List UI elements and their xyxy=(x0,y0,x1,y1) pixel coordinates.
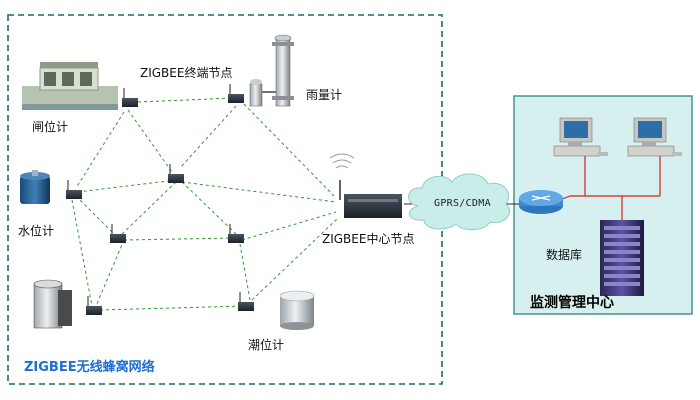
computer-icon xyxy=(553,117,608,157)
database-label: 数据库 xyxy=(546,248,583,262)
zigbee-node-icon xyxy=(168,164,184,183)
end-node-label: ZIGBEE终端节点 xyxy=(140,66,233,80)
network-boundary xyxy=(7,14,443,385)
zigbee-node-icon xyxy=(228,84,244,103)
computer-icon xyxy=(627,117,682,157)
monitor-center-label: 监测管理中心 xyxy=(530,295,614,311)
network-title: ZIGBEE无线蜂窝网络 xyxy=(24,360,155,375)
tide-gauge-label: 潮位计 xyxy=(248,338,285,352)
router-icon xyxy=(519,190,563,214)
zigbee-node-icon xyxy=(110,224,126,243)
rain-gauge-icon xyxy=(249,34,294,107)
water-level-sensor-icon xyxy=(20,170,50,204)
zigbee-node-icon xyxy=(66,180,82,199)
mesh-links xyxy=(71,97,339,311)
zigbee-nodes xyxy=(66,84,254,315)
zigbee-node-icon xyxy=(238,292,254,311)
zigbee-coordinator-icon xyxy=(329,153,402,218)
zigbee-node-icon xyxy=(122,88,138,107)
cloud-icon xyxy=(408,173,511,231)
database-server-icon xyxy=(600,220,644,296)
zigbee-node-icon xyxy=(86,296,102,315)
rain-gauge-label: 雨量计 xyxy=(306,88,343,102)
tide-gauge-icon xyxy=(279,290,315,330)
link-label: GPRS/CDMA xyxy=(434,198,491,209)
gate-sluice-icon xyxy=(22,62,118,110)
tide-cabinet-icon xyxy=(33,279,72,329)
zigbee-node-icon xyxy=(228,224,244,243)
center-node-label: ZIGBEE中心节点 xyxy=(322,232,415,246)
gate-gauge-label: 闸位计 xyxy=(32,120,69,134)
water-gauge-label: 水位计 xyxy=(18,224,55,238)
